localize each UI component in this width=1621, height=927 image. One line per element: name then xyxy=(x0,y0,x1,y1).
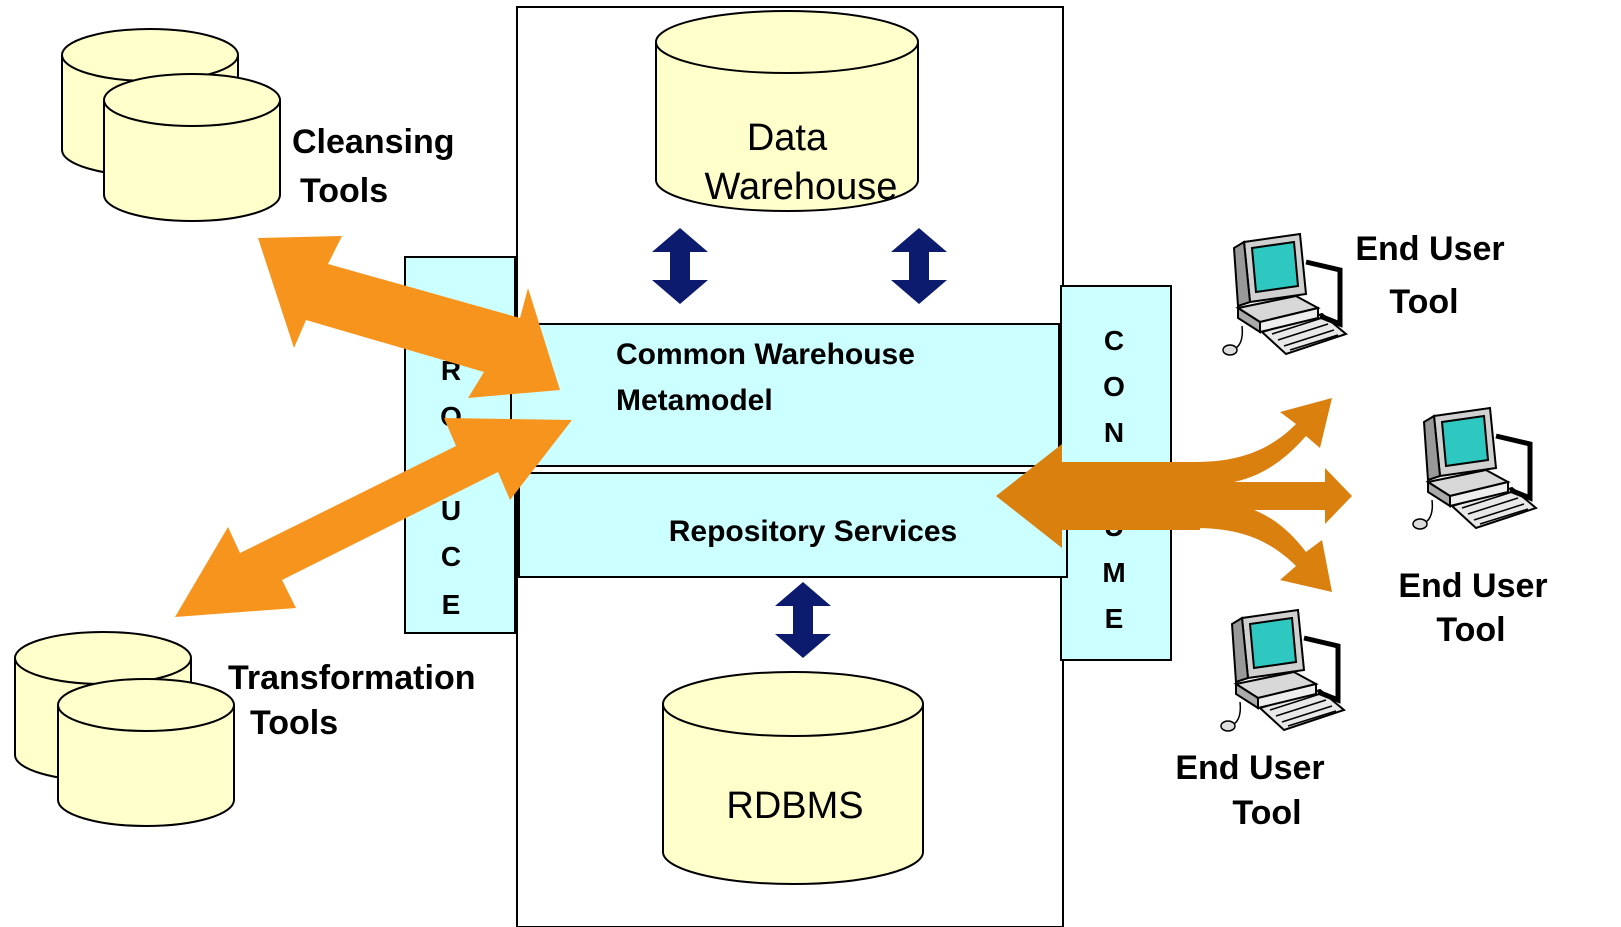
transformation-tools-label: Transformation xyxy=(228,659,475,697)
consume-letter: C xyxy=(1104,325,1124,356)
end-user-tool-3-label: End User xyxy=(1175,749,1324,787)
dw-cwm-arrow-right xyxy=(891,228,947,304)
cleansing-tools-label: Cleansing xyxy=(292,123,454,161)
repository-rdbms-arrow xyxy=(775,582,831,658)
cwm-label: Common Warehouse xyxy=(616,338,915,371)
consume-letter: M xyxy=(1102,557,1125,588)
data-warehouse-cylinder-icon xyxy=(655,10,919,212)
transformation-cwm-arrow xyxy=(175,418,572,617)
repository-services-label: Repository Services xyxy=(669,515,957,548)
transformation-tools-label-line2: Tools xyxy=(250,704,338,742)
end-user-tool-3-label-line2: Tool xyxy=(1232,794,1301,832)
end-user-tool-2-label: End User xyxy=(1398,567,1547,605)
cwm-label-line2: Metamodel xyxy=(616,384,773,417)
repository-services-box xyxy=(518,472,1068,578)
end-user-tool-2-label-line2: Tool xyxy=(1436,611,1505,649)
produce-letter: E xyxy=(442,589,461,620)
consume-arrow xyxy=(996,398,1352,592)
produce-letter: C xyxy=(441,541,461,572)
rdbms-label: RDBMS xyxy=(726,785,863,827)
consume-letter: O xyxy=(1103,371,1125,402)
end-user-tool-1-label-line2: Tool xyxy=(1389,283,1458,321)
end-user-tool-1-label: End User xyxy=(1355,230,1504,268)
cleansing-tools-label-line2: Tools xyxy=(300,172,388,210)
consume-letter: N xyxy=(1104,417,1124,448)
desktop-computer-icon xyxy=(1221,610,1344,731)
cleansing-tools-cylinder-icon xyxy=(61,28,281,222)
desktop-computer-icon xyxy=(1413,408,1536,529)
cwm-box xyxy=(510,323,1060,467)
dw-cwm-arrow-left xyxy=(652,228,708,304)
consume-letter: E xyxy=(1105,603,1124,634)
rdbms-cylinder-icon xyxy=(662,671,924,885)
cleansing-cwm-arrow xyxy=(258,236,560,398)
desktop-computer-icon xyxy=(1223,234,1346,355)
data-warehouse-label-line2: Warehouse xyxy=(705,166,898,208)
transformation-tools-cylinder-icon xyxy=(14,631,235,827)
produce-letter: U xyxy=(441,495,461,526)
data-warehouse-label: Data xyxy=(747,117,828,159)
